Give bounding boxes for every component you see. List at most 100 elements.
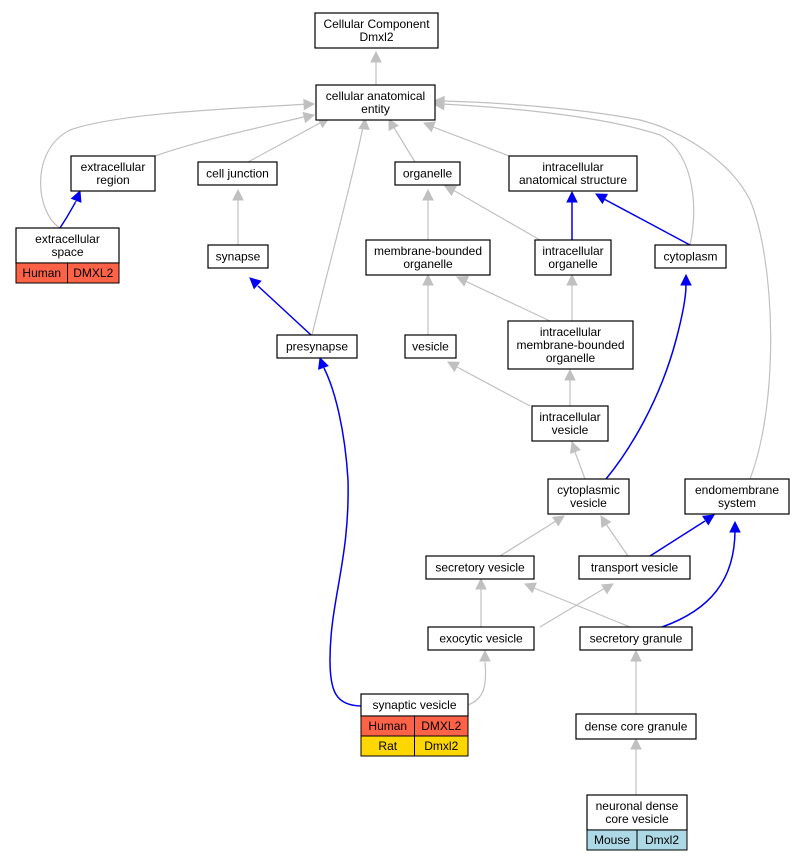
node-label: vesicle: [412, 340, 449, 354]
node-dense-core-granule[interactable]: dense core granule: [575, 713, 697, 740]
part-of-edge: [661, 529, 736, 628]
is-a-arrowhead: [302, 111, 316, 124]
node-label: organelle: [546, 351, 596, 365]
node-label: secretory granule: [590, 632, 683, 646]
is-a-arrowhead: [370, 50, 382, 63]
node-synapse[interactable]: synapse: [207, 244, 269, 269]
is-a-arrowhead: [601, 583, 614, 595]
node-box: [579, 626, 693, 651]
annotation-row: Human DMXL2: [15, 262, 120, 284]
node-label: secretory vesicle: [435, 561, 525, 575]
node-label: synaptic vesicle: [372, 698, 456, 712]
node-label: membrane-bounded: [374, 244, 482, 258]
part-of-arrowhead: [249, 277, 262, 290]
node-label: presynapse: [286, 340, 348, 354]
gene-label: DMXL2: [421, 719, 461, 733]
node-box: [684, 478, 790, 515]
node-label: entity: [361, 102, 390, 116]
is-a-edge: [154, 115, 309, 157]
node-label: anatomical structure: [519, 173, 627, 187]
node-box: [508, 155, 638, 192]
species-label: Mouse: [594, 833, 630, 847]
is-a-edge: [539, 587, 606, 628]
node-label: organelle: [403, 257, 453, 271]
is-a-arrowhead: [566, 273, 578, 286]
node-label: extracellular: [35, 232, 100, 246]
node-vesicle[interactable]: vesicle: [404, 334, 457, 359]
node-secretory-granule[interactable]: secretory granule: [579, 626, 693, 651]
node-label: exocytic vesicle: [439, 632, 523, 646]
gene-cell: [67, 262, 120, 284]
node-box: [578, 555, 691, 580]
node-label: neuronal dense: [596, 799, 679, 813]
node-transport-vesicle[interactable]: transport vesicle: [578, 555, 691, 580]
is-a-arrowhead: [523, 582, 537, 594]
node-label: vesicle: [552, 423, 589, 437]
node-label: extracellular: [81, 160, 146, 174]
is-a-edge: [533, 587, 631, 628]
is-a-edge: [441, 103, 695, 246]
gene-label: DMXL2: [73, 266, 113, 280]
node-organelle[interactable]: organelle: [394, 161, 461, 186]
node-box: [394, 161, 461, 186]
node-box: [531, 405, 609, 442]
node-label: cell junction: [206, 167, 269, 181]
part-of-arrowhead: [318, 356, 329, 370]
is-a-edge: [464, 280, 551, 322]
is-a-arrowhead: [479, 649, 491, 662]
is-a-edge: [499, 520, 557, 557]
is-a-arrowhead: [630, 737, 642, 750]
is-a-arrowhead: [388, 117, 399, 132]
is-a-edge: [40, 103, 309, 229]
node-label: intracellular: [540, 325, 601, 339]
species-label: Rat: [378, 739, 397, 753]
is-a-arrowhead: [444, 185, 458, 197]
node-presynapse[interactable]: presynapse: [276, 334, 358, 359]
part-of-edge: [603, 198, 691, 246]
node-label: vesicle: [570, 496, 607, 510]
graph-edges: [40, 50, 772, 795]
node-secretory-vesicle[interactable]: secretory vesicle: [425, 555, 535, 580]
species-label: Human: [22, 266, 61, 280]
node-label: cytoplasmic: [557, 483, 620, 497]
is-a-edge: [311, 126, 364, 336]
node-cytoplasm[interactable]: cytoplasm: [654, 244, 727, 269]
node-label: space: [51, 245, 83, 259]
node-label: cytoplasm: [663, 250, 717, 264]
part-of-arrowhead: [595, 193, 609, 205]
node-box: [276, 334, 358, 359]
is-a-edge: [441, 100, 772, 480]
node-cell-junction[interactable]: cell junction: [197, 161, 278, 186]
is-a-edge: [574, 451, 586, 480]
is-a-arrowhead: [600, 515, 612, 528]
node-label: transport vesicle: [591, 561, 679, 575]
is-a-edge: [392, 125, 416, 163]
is-a-arrowhead: [630, 649, 642, 662]
is-a-arrowhead: [475, 577, 487, 590]
gene-label: Dmxl2: [645, 833, 679, 847]
part-of-arrowhead: [566, 190, 578, 203]
is-a-edge: [432, 126, 513, 158]
node-box: [314, 12, 439, 49]
node-box: [70, 155, 156, 192]
node-label: endomembrane: [695, 483, 779, 497]
node-exocytic-vesicle[interactable]: exocytic vesicle: [427, 626, 535, 651]
node-box: [534, 239, 612, 276]
